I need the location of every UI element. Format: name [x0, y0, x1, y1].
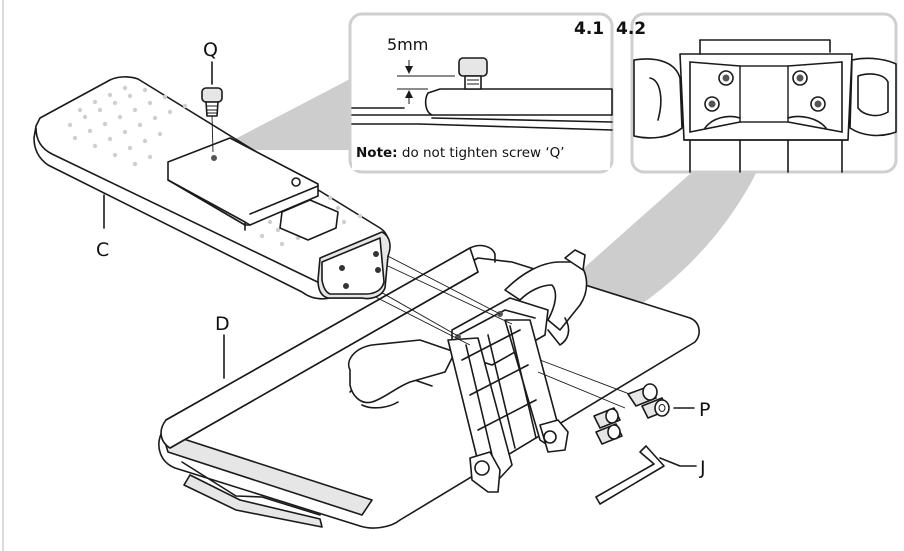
keyboard-platform-c: [33, 76, 391, 300]
label-p: P: [699, 399, 710, 421]
note-text: Note: do not tighten screw ‘Q’: [356, 145, 565, 161]
note-body: do not tighten screw ‘Q’: [398, 145, 565, 161]
detail-box-4-1: 4.1 5mm Note: do not tighten screw ‘Q’: [348, 12, 614, 174]
label-c: C: [96, 239, 109, 261]
dimension-label: 5mm: [387, 35, 428, 54]
leader-lines: [103, 61, 697, 467]
allen-key-j: [595, 445, 665, 505]
bracket-mechanism: [447, 249, 588, 493]
detail-box-4-2: 4.2: [616, 12, 898, 174]
label-q: Q: [203, 39, 218, 61]
label-d: D: [215, 313, 230, 335]
step-4-1-label: 4.1: [574, 19, 604, 39]
screws-p: [593, 383, 670, 445]
callout-cone-left: [214, 78, 352, 150]
screw-q: [201, 87, 223, 153]
step-4-2-label: 4.2: [616, 19, 646, 39]
label-j: J: [699, 457, 706, 479]
note-label: Note:: [356, 145, 398, 161]
